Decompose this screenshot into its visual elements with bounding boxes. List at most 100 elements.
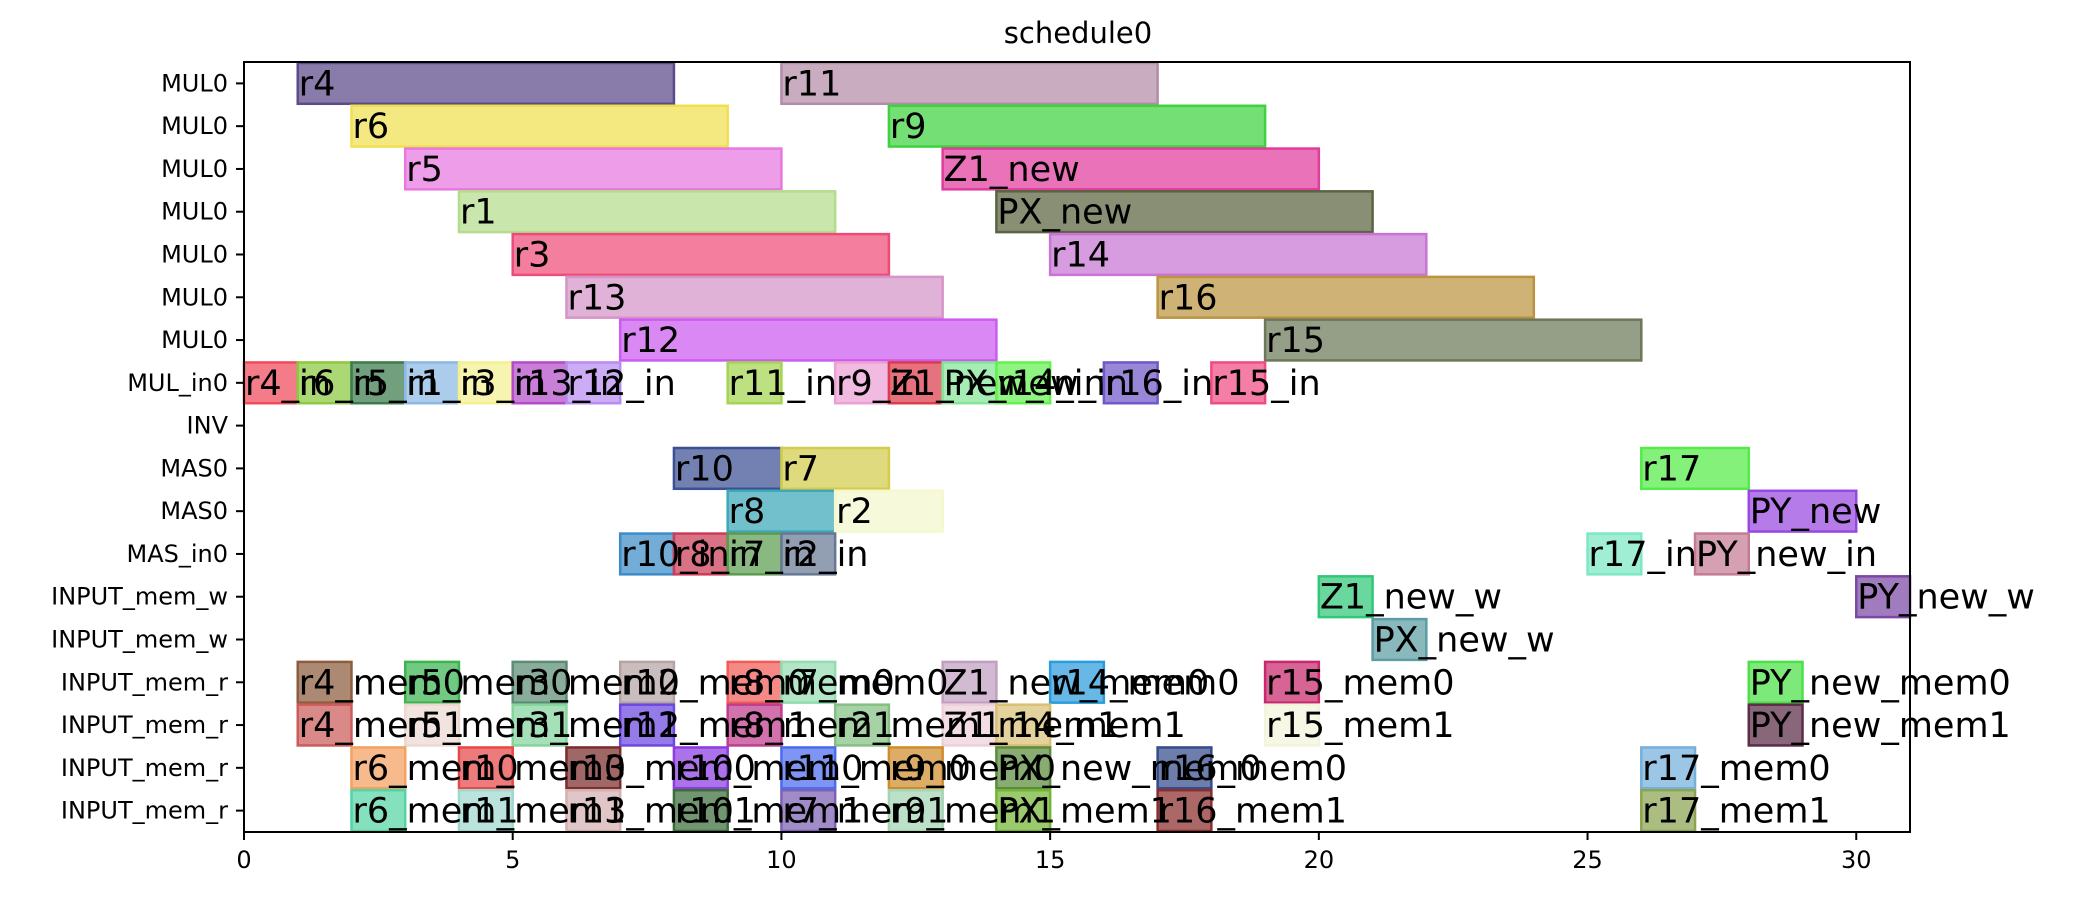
task-bar xyxy=(995,361,1052,405)
task-label: r12 xyxy=(621,321,680,361)
task-bar xyxy=(941,361,998,405)
task-bar xyxy=(941,660,998,704)
task-label: r5_mem0 xyxy=(406,663,572,703)
bars-layer xyxy=(242,61,1912,833)
task-label: r10_mem1 xyxy=(675,792,863,832)
task-bar xyxy=(565,275,944,319)
task-label: r8_in xyxy=(675,535,761,575)
task-label: r3_mem0 xyxy=(514,663,680,703)
y-tick-label: MAS0 xyxy=(160,497,228,525)
task-label: r13 xyxy=(567,278,626,318)
task-label: PX_new_in xyxy=(944,364,1128,404)
task-bar xyxy=(780,446,891,491)
task-bar xyxy=(1317,575,1374,619)
task-bar xyxy=(833,489,944,533)
task-label: r10_in xyxy=(621,535,729,575)
x-tick-label: 15 xyxy=(1035,846,1066,874)
task-label: r16_in xyxy=(1105,364,1213,404)
task-bar xyxy=(780,660,837,704)
task-label: r4_mem0 xyxy=(299,663,465,703)
task-label: r8_mem1 xyxy=(729,706,895,746)
y-tick-label: INV xyxy=(187,412,229,440)
task-label: r9_mem1 xyxy=(890,792,1056,832)
y-tick-label: MUL0 xyxy=(161,241,228,269)
task-label: PY_new xyxy=(1750,492,1882,532)
task-bar xyxy=(726,660,783,704)
task-label: r17_mem0 xyxy=(1642,749,1830,789)
task-bar xyxy=(350,361,407,405)
task-label: r11 xyxy=(782,64,841,104)
task-bar xyxy=(565,361,622,405)
task-label: PX_new_w xyxy=(1374,621,1555,661)
task-bar xyxy=(1156,746,1213,790)
task-bar xyxy=(780,746,837,790)
task-label: r1_mem0 xyxy=(460,749,626,789)
task-bar xyxy=(1263,660,1321,704)
task-label: r16 xyxy=(1159,278,1218,318)
task-label: PY_new_w xyxy=(1857,578,2035,618)
plot-frame xyxy=(243,61,1911,833)
task-label: r10_mem0 xyxy=(675,749,863,789)
task-label: r17_mem1 xyxy=(1642,792,1830,832)
task-bar xyxy=(780,61,1159,106)
task-bar xyxy=(618,318,998,362)
task-label: r15_in xyxy=(1212,364,1320,404)
task-label: r4_in xyxy=(245,364,331,404)
task-bar xyxy=(457,788,514,833)
x-tick-label: 20 xyxy=(1304,846,1335,874)
y-tick-label: MUL0 xyxy=(161,198,228,226)
task-bar xyxy=(350,104,729,148)
task-label: r4_mem1 xyxy=(299,706,465,746)
task-label: r11_in xyxy=(729,364,837,404)
task-bar xyxy=(1371,617,1428,662)
task-label: r6 xyxy=(352,107,389,147)
task-bar xyxy=(672,446,783,491)
chart-title: schedule0 xyxy=(1004,16,1152,50)
task-bar xyxy=(726,532,783,576)
task-label: Z1_new xyxy=(944,150,1080,190)
task-bar xyxy=(1640,446,1751,491)
task-label: r8_mem0 xyxy=(729,663,895,703)
task-bar xyxy=(457,361,514,405)
task-bar xyxy=(1156,788,1213,833)
task-bar xyxy=(457,746,514,790)
task-label: r3 xyxy=(514,236,551,276)
task-bar xyxy=(995,703,1052,747)
task-label: r7_mem0 xyxy=(782,663,948,703)
x-tick-label: 0 xyxy=(236,846,251,874)
task-label: r14_mem0 xyxy=(1051,663,1239,703)
task-bar xyxy=(672,788,729,833)
y-tick-label: MAS0 xyxy=(160,454,228,482)
y-tick-label: MUL0 xyxy=(161,112,228,140)
task-bar xyxy=(1102,361,1159,405)
y-tick-label: MUL0 xyxy=(161,69,228,97)
task-bar xyxy=(995,746,1052,790)
task-bar xyxy=(350,788,407,833)
task-bar xyxy=(403,147,783,191)
task-label: r12_in xyxy=(567,364,675,404)
task-label: r16_mem0 xyxy=(1159,749,1347,789)
task-label: r16_mem1 xyxy=(1159,792,1347,832)
task-label: r14_in xyxy=(997,364,1105,404)
task-label: r2_in xyxy=(782,535,868,575)
task-label: r17 xyxy=(1642,449,1701,489)
task-label: r12_mem1 xyxy=(621,706,809,746)
task-bar xyxy=(833,361,891,405)
task-bar xyxy=(618,532,676,576)
task-bar xyxy=(887,788,944,833)
task-bar xyxy=(780,788,837,833)
task-label: r14_mem1 xyxy=(997,706,1185,746)
task-label: r8 xyxy=(729,492,766,532)
task-bar xyxy=(1048,660,1106,704)
y-tick-label: INPUT_mem_r xyxy=(61,668,228,696)
task-bar xyxy=(511,361,568,405)
task-bar xyxy=(457,190,837,234)
task-label: r14 xyxy=(1051,236,1110,276)
task-label: r17_in xyxy=(1589,535,1697,575)
task-label: Z1_mem1 xyxy=(944,706,1120,746)
task-bar xyxy=(1693,532,1751,576)
task-label: r3_in xyxy=(460,364,546,404)
task-bar xyxy=(1210,361,1267,405)
task-label: PX_mem1 xyxy=(997,792,1172,832)
y-tick-label: INPUT_mem_r xyxy=(61,711,228,739)
